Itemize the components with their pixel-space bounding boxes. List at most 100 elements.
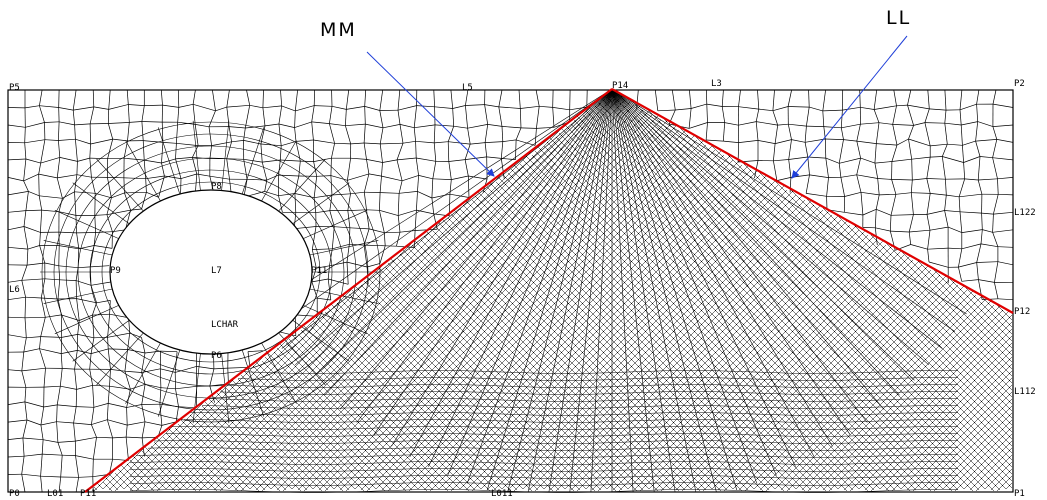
mesh-edge: [457, 458, 460, 461]
mesh-edge: [271, 381, 274, 384]
mesh-edge: [268, 402, 271, 405]
mesh-edge: [499, 437, 502, 440]
mesh-edge: [415, 423, 418, 426]
mesh-edge: [268, 416, 271, 419]
mesh-edge: [960, 110, 961, 125]
mesh-edge: [369, 174, 382, 176]
mesh-edge: [978, 180, 982, 194]
mesh-edge: [229, 409, 232, 412]
mesh-edge: [844, 140, 857, 142]
mesh-edge: [226, 440, 229, 443]
mesh-edge: [313, 433, 316, 436]
mesh-edge: [352, 416, 355, 419]
mesh-edge: [775, 140, 791, 144]
mesh-edge: [127, 405, 142, 408]
mesh-edge: [373, 332, 376, 335]
mesh-edge: [247, 444, 250, 447]
mesh-edge: [460, 384, 463, 387]
mesh-edge: [911, 180, 912, 193]
mesh-edge: [247, 384, 250, 387]
mesh-edge: [460, 447, 463, 450]
mesh-edge: [25, 297, 26, 318]
mesh-edge: [655, 90, 658, 111]
mesh-edge: [313, 384, 316, 387]
mesh-edge: [42, 454, 62, 455]
mesh-edge: [806, 107, 809, 126]
mesh-edge: [457, 395, 460, 398]
mesh-edge: [809, 90, 810, 107]
mesh-edge: [394, 465, 397, 468]
mesh-edge: [76, 215, 77, 233]
mesh-edge: [562, 486, 565, 489]
mesh-edge: [875, 209, 876, 228]
mesh-edge: [439, 234, 442, 237]
mesh-edge: [909, 232, 911, 245]
mesh-edge: [394, 346, 397, 349]
mesh-edge: [893, 124, 897, 145]
mesh-edge: [77, 158, 89, 161]
mesh-edge: [993, 194, 998, 214]
mesh-edge: [307, 359, 310, 362]
mesh-edge: [169, 448, 172, 451]
mesh-edge: [982, 213, 983, 230]
mesh-edge: [24, 454, 42, 456]
mesh-edge: [331, 430, 334, 433]
mesh-edge: [376, 419, 379, 422]
mesh-edge: [876, 209, 891, 215]
mesh-edge: [292, 440, 295, 443]
mesh-edge: [226, 458, 229, 461]
mesh-edge: [265, 380, 268, 383]
mesh-edge: [415, 381, 418, 384]
mesh-edge: [244, 401, 247, 404]
mesh-edge: [460, 468, 463, 471]
mesh-edge: [352, 307, 355, 310]
mesh-edge: [380, 143, 403, 144]
mesh-edge: [274, 392, 277, 395]
mesh-edge: [25, 402, 27, 420]
mesh-edge: [22, 368, 46, 371]
mesh-edge: [310, 451, 313, 454]
mesh-edge: [28, 191, 39, 195]
mesh-edge: [8, 370, 22, 371]
mesh-edge: [229, 127, 245, 128]
mesh-edge: [274, 399, 277, 402]
mesh-edge: [124, 468, 127, 471]
mesh-edge: [274, 406, 277, 409]
mesh-edge: [92, 303, 96, 315]
mesh-edge: [397, 269, 400, 272]
mesh-edge: [502, 454, 505, 457]
mesh-edge: [45, 279, 60, 280]
mesh-edge: [394, 395, 397, 398]
mesh-edge: [706, 123, 707, 141]
mesh-edge: [394, 416, 397, 419]
mesh-edge: [310, 409, 313, 412]
mesh-edge: [265, 408, 268, 411]
mesh-edge: [876, 195, 879, 209]
mesh-edge: [121, 472, 124, 475]
mesh-edge: [289, 409, 292, 412]
mesh-edge: [205, 465, 208, 468]
mesh-edge: [400, 124, 414, 127]
mesh-edge: [839, 140, 843, 164]
mesh-edge: [351, 192, 365, 194]
mesh-edge: [227, 142, 232, 159]
mesh-edge: [468, 176, 469, 198]
mesh-edge: [310, 395, 313, 398]
mesh-edge: [453, 109, 454, 127]
mesh-edge: [229, 444, 232, 447]
mesh-edge: [352, 472, 355, 475]
mesh-edge: [376, 440, 379, 443]
mesh-edge: [110, 300, 111, 314]
mesh-edge: [930, 227, 948, 230]
mesh-edge: [331, 325, 334, 328]
mesh-edge: [416, 191, 417, 210]
mesh-edge: [208, 437, 211, 440]
mesh-edge: [75, 125, 76, 139]
mesh-edge: [457, 388, 460, 391]
mesh-edge: [788, 90, 792, 107]
mesh-edge: [118, 485, 121, 488]
mesh-edge: [108, 122, 129, 123]
mesh-edge: [403, 141, 416, 143]
mesh-edge: [244, 408, 247, 411]
